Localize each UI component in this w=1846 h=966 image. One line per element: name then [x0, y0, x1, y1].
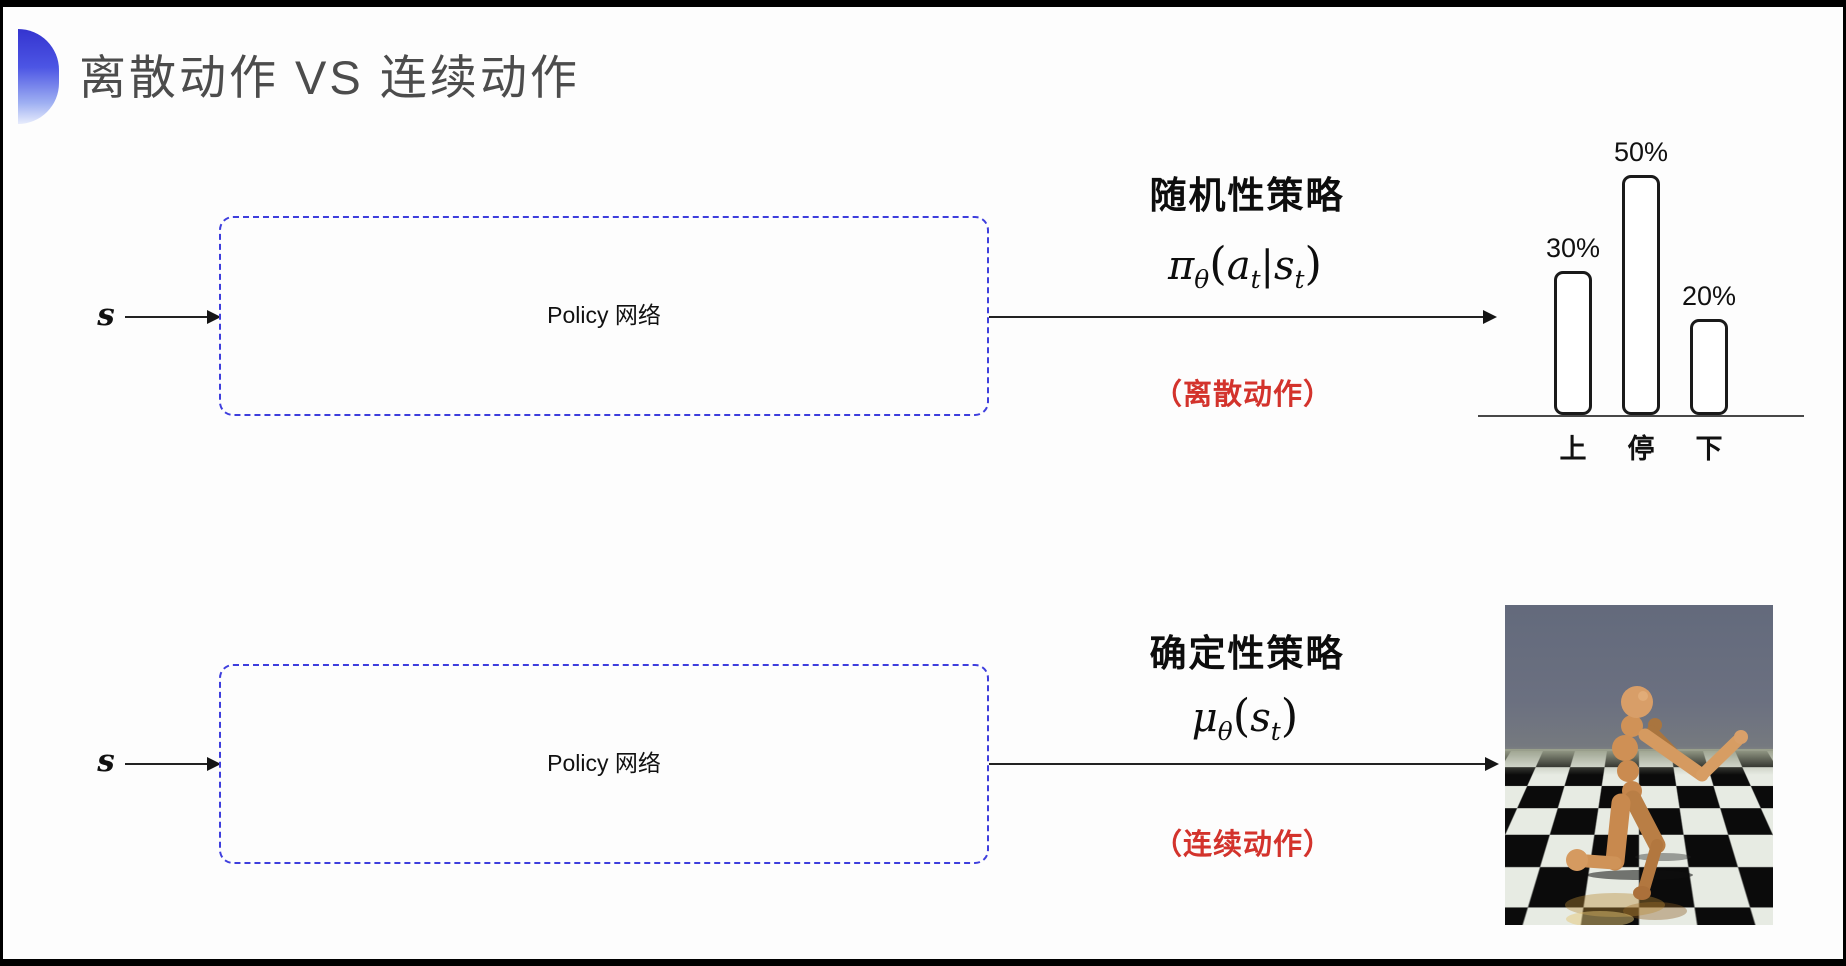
bar-category-label: 下 [1695, 434, 1723, 464]
humanoid-figure [1565, 686, 1748, 925]
bar-column: 30% [1546, 233, 1600, 415]
deterministic-policy-heading: 确定性策略 [1149, 633, 1345, 674]
chart-categories: 上停下 [1478, 427, 1804, 466]
formula-arg: s [1250, 695, 1271, 741]
state-input-label: s [97, 297, 115, 333]
arrow-shaft [989, 763, 1486, 765]
bar-value-label: 30% [1545, 233, 1601, 263]
formula-symbol: μ [1191, 695, 1218, 741]
formula-lparen: ( [1232, 689, 1251, 742]
chart-bars: 30% 50% 20% [1478, 115, 1804, 415]
continuous-action-label: （连续动作） [1152, 829, 1333, 861]
policy-network-label: Policy 网络 [547, 302, 661, 328]
bar [1690, 319, 1728, 415]
slide-title: 离散动作 VS 连续动作 [79, 51, 580, 104]
policy-network-box: Policy 网络 [219, 216, 989, 416]
input-arrow [125, 757, 221, 771]
formula-subscript: θ [1217, 717, 1233, 746]
output-arrow [989, 757, 1499, 771]
formula-arg: s [1274, 243, 1295, 289]
state-input-label: s [97, 743, 115, 779]
formula-subscript: θ [1194, 265, 1210, 294]
discrete-action-label: （离散动作） [1152, 379, 1333, 411]
formula-subscript: t [1250, 265, 1261, 294]
arrow-head-icon [1485, 757, 1499, 771]
stochastic-policy-heading: 随机性策略 [1149, 175, 1345, 216]
bar-category-label: 停 [1627, 434, 1655, 464]
arrow-head-icon [207, 757, 221, 771]
formula-subscript: t [1294, 265, 1305, 294]
arrow-shaft [125, 763, 208, 765]
input-arrow [125, 310, 221, 324]
bar [1554, 271, 1592, 415]
slide: 离散动作 VS 连续动作 s Policy 网络 随机性策略 πθ(at|st)… [3, 7, 1843, 959]
arrow-head-icon [1483, 310, 1497, 324]
formula-lparen: ( [1209, 237, 1227, 290]
bar-column: 20% [1682, 281, 1736, 415]
output-arrow [989, 310, 1497, 324]
stochastic-policy-formula: πθ(at|st) [1085, 237, 1405, 294]
formula-rparen: ) [1280, 689, 1299, 742]
chart-baseline [1478, 415, 1804, 417]
arrow-shaft [989, 316, 1484, 318]
formula-subscript: t [1270, 717, 1281, 746]
formula-bar: | [1260, 243, 1275, 289]
humanoid-simulation-image [1505, 605, 1773, 925]
formula-arg: a [1226, 243, 1251, 289]
title-accent-halfcircle-icon [18, 29, 59, 124]
formula-symbol: π [1167, 243, 1195, 289]
bar [1622, 175, 1660, 415]
policy-network-box: Policy 网络 [219, 664, 989, 864]
bar-value-label: 20% [1681, 281, 1737, 311]
policy-network-label: Policy 网络 [547, 750, 661, 776]
formula-rparen: ) [1304, 237, 1322, 290]
bar-column: 50% [1614, 137, 1668, 415]
deterministic-policy-formula: μθ(st) [1085, 689, 1405, 746]
arrow-shaft [125, 316, 208, 318]
bar-category-label: 上 [1559, 434, 1587, 464]
bar-value-label: 50% [1613, 137, 1669, 167]
arrow-head-icon [207, 310, 221, 324]
